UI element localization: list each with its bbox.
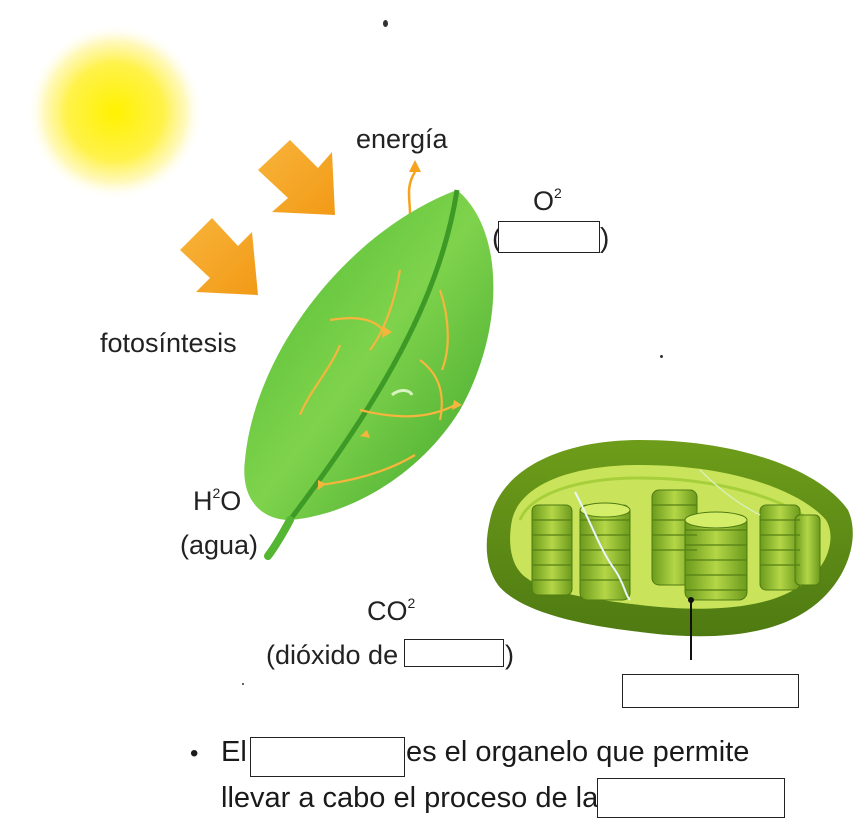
water-name-label: (agua) [180,530,259,560]
ink-speck [242,683,244,685]
sunlight-arrow-icon [180,218,258,295]
co2-answer-blank[interactable] [404,639,504,667]
statement-line1-start: El [221,736,247,768]
co2-name-label: (dióxido de [266,640,399,670]
water-formula-label: H2O [193,485,242,516]
chloroplast-part-answer-blank[interactable] [622,674,799,708]
process-answer-blank[interactable] [597,778,785,818]
statement-line2-start: llevar a cabo el proceso de la [221,782,599,814]
energy-label: energía [356,124,448,154]
sunlight-arrow-icon [258,140,335,215]
sun-icon [27,24,203,200]
statement-bullet: • [190,740,199,767]
chloroplast-illustration [486,440,853,660]
organelle-answer-blank[interactable] [250,737,405,777]
oxygen-paren-close: ) [600,222,610,253]
oxygen-answer-blank[interactable] [498,221,600,253]
co2-formula-label: CO2 [367,595,416,626]
leaf-illustration [244,189,494,560]
oxygen-label: O2 [533,185,562,216]
photosynthesis-label: fotosíntesis [100,328,237,358]
ink-speck [660,355,663,358]
oxygen-paren-open: ( [492,222,502,253]
ink-speck [383,20,388,27]
statement-line1-end: es el organelo que permite [406,736,750,768]
co2-paren-close: ) [505,640,514,670]
